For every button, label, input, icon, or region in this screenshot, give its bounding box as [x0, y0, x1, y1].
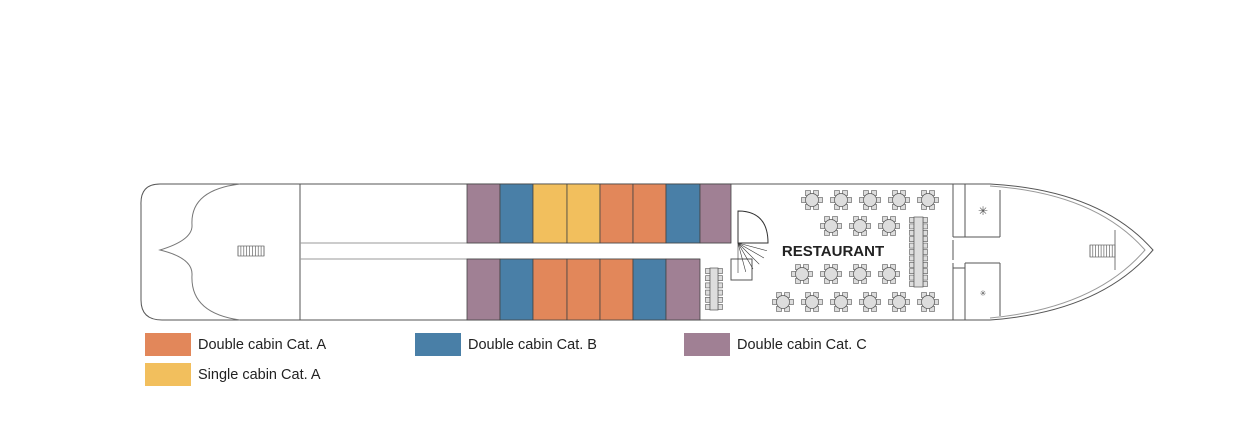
round-table [859, 190, 881, 210]
round-table [849, 264, 871, 284]
cabin-A[interactable] [532, 258, 568, 321]
restaurant-label: RESTAURANT [782, 243, 884, 260]
legend-item-double-b: Double cabin Cat. B [415, 333, 597, 356]
long-table [705, 267, 723, 311]
legend-label: Double cabin Cat. C [737, 336, 867, 353]
legend-swatch [145, 333, 191, 356]
cabin-S[interactable] [532, 183, 568, 244]
round-table [849, 216, 871, 236]
cabin-C[interactable] [466, 258, 501, 321]
round-table [888, 292, 910, 312]
cabin-B[interactable] [499, 258, 534, 321]
legend-label: Double cabin Cat. A [198, 336, 327, 353]
round-table [791, 264, 813, 284]
cabin-S[interactable] [566, 183, 601, 244]
round-table [801, 292, 823, 312]
round-table [859, 292, 881, 312]
round-table [878, 264, 900, 284]
cabin-A[interactable] [599, 258, 634, 321]
round-table [820, 216, 842, 236]
legend-swatch [415, 333, 461, 356]
legend-item-double-c: Double cabin Cat. C [684, 333, 867, 356]
legend-swatch [145, 363, 191, 386]
cabin-B[interactable] [632, 258, 667, 321]
cabin-A[interactable] [566, 258, 601, 321]
legend-item-double-a: Double cabin Cat. A [145, 333, 326, 356]
legend-item-single-a: Single cabin Cat. A [145, 363, 321, 386]
cabin-C[interactable] [699, 183, 732, 244]
legend-label: Single cabin Cat. A [198, 366, 321, 383]
legend-label: Double cabin Cat. B [468, 336, 597, 353]
cabin-B[interactable] [499, 183, 534, 244]
round-table [830, 190, 852, 210]
staircase-icon [237, 242, 1116, 273]
cabin-A[interactable] [632, 183, 667, 244]
cabin-A[interactable] [599, 183, 634, 244]
round-table [830, 292, 852, 312]
round-table [801, 190, 823, 210]
round-table [917, 190, 939, 210]
snowflake-icon: ✳ [980, 289, 987, 298]
round-table [888, 190, 910, 210]
cabin-C[interactable] [665, 258, 701, 321]
cabin-C[interactable] [466, 183, 501, 244]
round-table [772, 292, 794, 312]
snowflake-icon: ✳ [978, 204, 988, 218]
round-table [878, 216, 900, 236]
round-table [820, 264, 842, 284]
legend-swatch [684, 333, 730, 356]
cabin-B[interactable] [665, 183, 701, 244]
spiral-staircase [737, 210, 769, 244]
round-table [917, 292, 939, 312]
hull-outline [140, 183, 300, 321]
bow-outline [989, 183, 1154, 321]
long-table [909, 216, 928, 288]
stern-deck-line [158, 183, 241, 321]
